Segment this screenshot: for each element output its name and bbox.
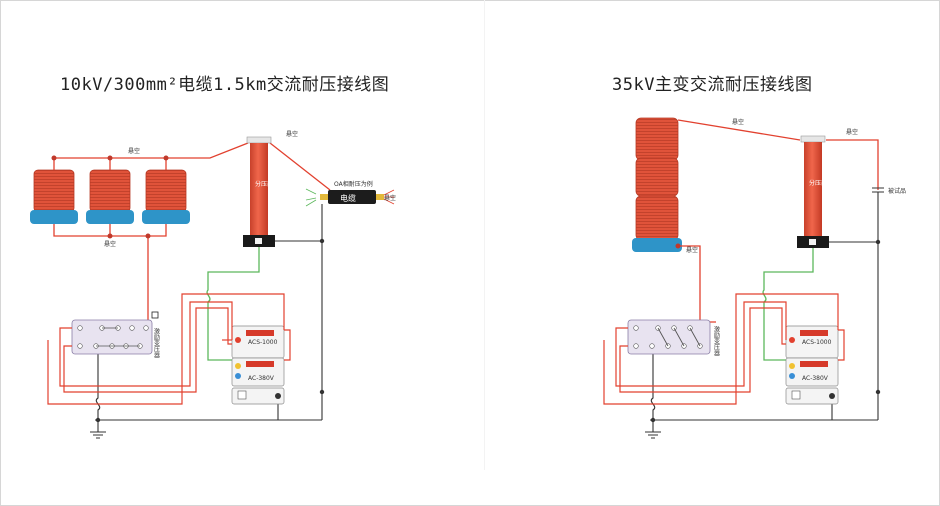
left-cable-note: OA相耐压为例 xyxy=(334,180,373,188)
right-diagram-title: 35kV主变交流耐压接线图 xyxy=(612,75,813,95)
right-test-object-label: 被试品 xyxy=(888,187,906,195)
left-label-suspended-cable: 悬空 xyxy=(384,194,396,202)
right-controller-freq-label: AC-380V xyxy=(802,375,829,382)
right-controller: ACS-1000 AC-380V xyxy=(785,325,839,405)
right-label-suspended-reactor: 悬空 xyxy=(686,246,698,254)
right-hv-wires xyxy=(677,119,879,323)
left-cable: 电缆 xyxy=(305,188,395,207)
left-cable-text: 电缆 xyxy=(340,193,356,203)
left-exciter-text: 激励变压器 xyxy=(153,327,160,359)
left-reactor-3 xyxy=(142,169,190,224)
panel-divider xyxy=(484,0,485,470)
left-series-wires xyxy=(53,142,331,320)
left-diagram-title: 10kV/300mm²电缆1.5km交流耐压接线图 xyxy=(60,75,390,95)
left-ground-symbol xyxy=(90,431,106,439)
left-divider-text: 分压器 xyxy=(255,180,273,188)
left-exciter-transformer: 激励变压器 xyxy=(71,319,160,359)
left-reactor-2 xyxy=(86,169,134,224)
right-controller-power-label: ACS-1000 xyxy=(802,339,832,346)
right-exciter-transformer: 激励变压器 xyxy=(627,319,720,357)
left-controller-freq-label: AC-380V xyxy=(248,375,275,382)
left-control-wires xyxy=(47,293,291,405)
left-marker-box xyxy=(151,311,159,319)
left-label-suspended-bottom: 悬空 xyxy=(104,240,116,248)
left-reactor-1 xyxy=(30,169,78,224)
right-stacked-reactor xyxy=(632,117,682,252)
left-label-suspended-divider: 悬空 xyxy=(286,130,298,138)
left-controller-power-label: ACS-1000 xyxy=(248,339,278,346)
left-voltage-divider: 分压器 xyxy=(243,136,275,247)
right-voltage-divider: 分压器 xyxy=(797,135,829,248)
right-ground-symbol xyxy=(645,431,661,439)
right-exciter-text: 激励变压器 xyxy=(713,325,720,357)
left-diagram: 悬空 悬空 分压器 悬空 电缆 OA相耐压为例 悬空 xyxy=(30,130,396,439)
right-diagram: 悬空 悬空 分压器 悬空 被试品 xyxy=(603,117,906,439)
left-controller: ACS-1000 AC-380V xyxy=(231,325,285,405)
right-control-wires xyxy=(603,293,845,405)
left-label-suspended-top: 悬空 xyxy=(128,147,140,155)
right-divider-text: 分压器 xyxy=(809,179,827,187)
right-label-suspended-top: 悬空 xyxy=(732,118,744,126)
right-label-suspended-divider: 悬空 xyxy=(846,128,858,136)
